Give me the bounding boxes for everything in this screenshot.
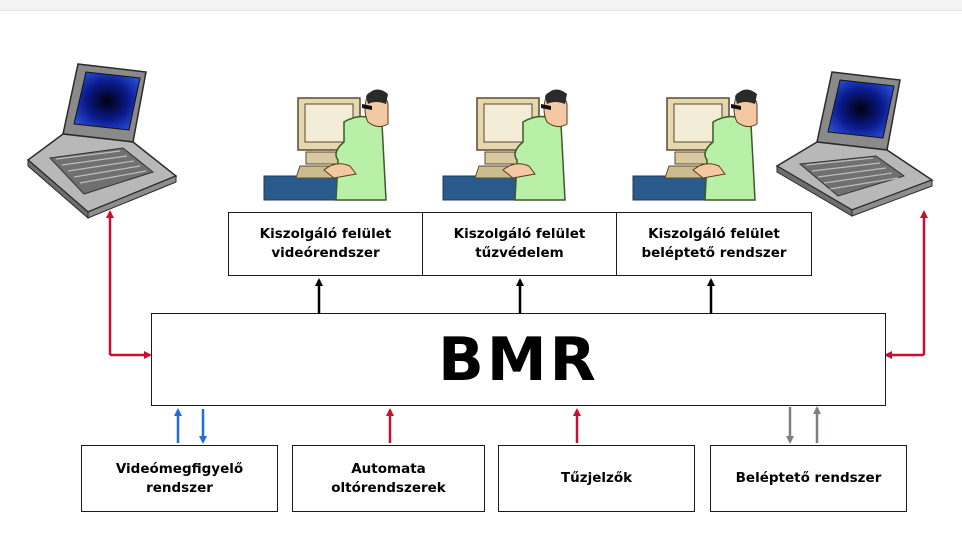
subsystem-fire-alarms: Tűzjelzők [498,445,695,512]
laptop-icon [775,71,934,217]
operator-workstation-icon [263,89,389,201]
subsystem-video-label: Videómegfigyelő rendszer [115,460,244,496]
top-band [0,0,962,11]
subsystem-extinguishers-label: Automata oltórendszerek [331,460,446,496]
server-panel-access-control: Kiszolgáló felület beléptető rendszer [616,212,812,276]
subsystem-access-control: Beléptető rendszer [710,445,907,512]
server-panel-access-label: Kiszolgáló felület beléptető rendszer [641,226,787,261]
subsystem-access-label: Beléptető rendszer [735,470,882,486]
server-panel-fire-label: Kiszolgáló felület tűzvédelem [453,226,586,261]
subsystem-fire-alarms-label: Tűzjelzők [560,470,633,486]
server-panel-video: Kiszolgáló felület videórendszer [228,212,423,276]
server-panel-video-label: Kiszolgáló felület videórendszer [259,226,392,261]
operator-workstation-icon [632,89,758,201]
subsystem-video-surveillance: Videómegfigyelő rendszer [81,445,278,512]
bmr-label: BMR [438,324,599,395]
subsystem-automatic-extinguishers: Automata oltórendszerek [292,445,485,512]
laptop-icon [26,63,178,220]
server-panel-fire-protection: Kiszolgáló felület tűzvédelem [422,212,617,276]
bmr-central-box: BMR [151,313,886,406]
operator-workstation-icon [442,89,568,201]
